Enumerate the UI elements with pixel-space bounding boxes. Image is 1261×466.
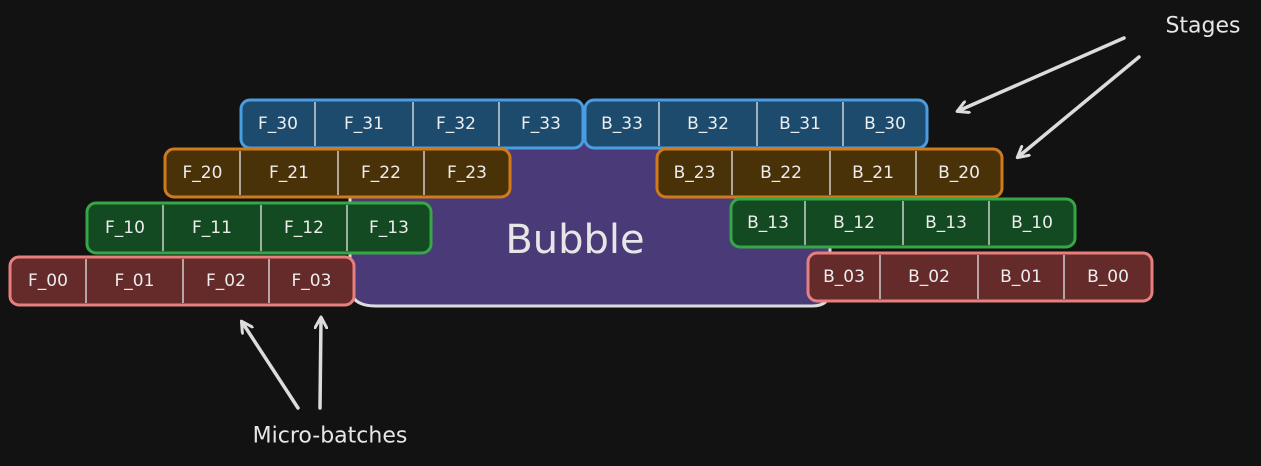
micro-batch-f-23: F_23 xyxy=(447,163,487,183)
micro-batch-b-33: B_33 xyxy=(601,114,643,134)
micro-batch-f-13: F_13 xyxy=(369,218,409,238)
micro-batch-b-32: B_32 xyxy=(687,114,729,134)
micro-batch-f-20: F_20 xyxy=(183,163,223,183)
micro-batch-f-10: F_10 xyxy=(105,218,145,238)
micro-batch-f-33: F_33 xyxy=(521,114,561,134)
micro-batch-b-12: B_12 xyxy=(833,213,875,233)
micro-batch-b-00: B_00 xyxy=(1087,267,1129,287)
micro-batch-b-13: B_13 xyxy=(925,213,967,233)
micro-batches-arrow-left xyxy=(242,322,300,410)
stages-layer: F_30 F_31 F_32 F_33 B_33 B_32 B_31 B_30F_20 F_21… xyxy=(8,98,1154,307)
micro-batch-f-12: F_12 xyxy=(284,218,324,238)
micro-batch-f-01: F_01 xyxy=(115,271,155,291)
micro-batch-b-20: B_20 xyxy=(938,163,980,183)
stage-2-backward-group: B_23 B_22 B_21 B_20 xyxy=(655,147,1004,199)
stage-2-forward-group: F_20 F_21 F_22 F_23 xyxy=(163,147,512,199)
stage-0-forward-group: F_00 F_01 F_02 F_03 xyxy=(8,255,356,307)
micro-batch-f-30: F_30 xyxy=(258,114,298,134)
micro-batch-b-13: B_13 xyxy=(747,213,789,233)
micro-batch-f-02: F_02 xyxy=(206,271,246,291)
micro-batch-f-21: F_21 xyxy=(269,163,309,183)
annotations: Stages Micro-batches xyxy=(242,14,1241,449)
stage-1-forward-group: F_10 F_11 F_12 F_13 xyxy=(85,201,433,255)
micro-batch-b-10: B_10 xyxy=(1011,213,1053,233)
stage-0-backward-group: B_03 B_02 B_01 B_00 xyxy=(806,251,1154,303)
micro-batch-b-22: B_22 xyxy=(760,163,802,183)
micro-batch-f-22: F_22 xyxy=(361,163,401,183)
micro-batch-b-30: B_30 xyxy=(864,114,906,134)
bubble-label: Bubble xyxy=(505,217,644,263)
micro-batch-f-32: F_32 xyxy=(436,114,476,134)
micro-batch-b-02: B_02 xyxy=(908,267,950,287)
stages-arrow-upper xyxy=(958,36,1126,111)
micro-batch-f-03: F_03 xyxy=(292,271,332,291)
stage-3-backward-group: B_33 B_32 B_31 B_30 xyxy=(583,98,929,150)
stage-1-forward-box xyxy=(85,201,433,255)
micro-batch-b-01: B_01 xyxy=(1000,267,1042,287)
stages-annotation-label: Stages xyxy=(1165,14,1240,39)
stage-0-forward-box xyxy=(8,255,356,307)
stages-arrow-lower xyxy=(1018,55,1141,157)
stage-3-forward-group: F_30 F_31 F_32 F_33 xyxy=(239,98,585,150)
micro-batch-b-21: B_21 xyxy=(852,163,894,183)
micro-batch-b-03: B_03 xyxy=(823,267,865,287)
micro-batch-b-31: B_31 xyxy=(779,114,821,134)
micro-batches-arrow-right xyxy=(320,318,321,410)
micro-batch-f-11: F_11 xyxy=(192,218,232,238)
micro-batches-annotation-label: Micro-batches xyxy=(253,424,408,449)
stage-1-backward-group: B_13 B_12 B_13 B_10 xyxy=(729,197,1077,249)
micro-batch-f-00: F_00 xyxy=(28,271,68,291)
micro-batch-b-23: B_23 xyxy=(674,163,716,183)
stage-0-backward-box xyxy=(806,251,1154,303)
micro-batch-f-31: F_31 xyxy=(344,114,384,134)
